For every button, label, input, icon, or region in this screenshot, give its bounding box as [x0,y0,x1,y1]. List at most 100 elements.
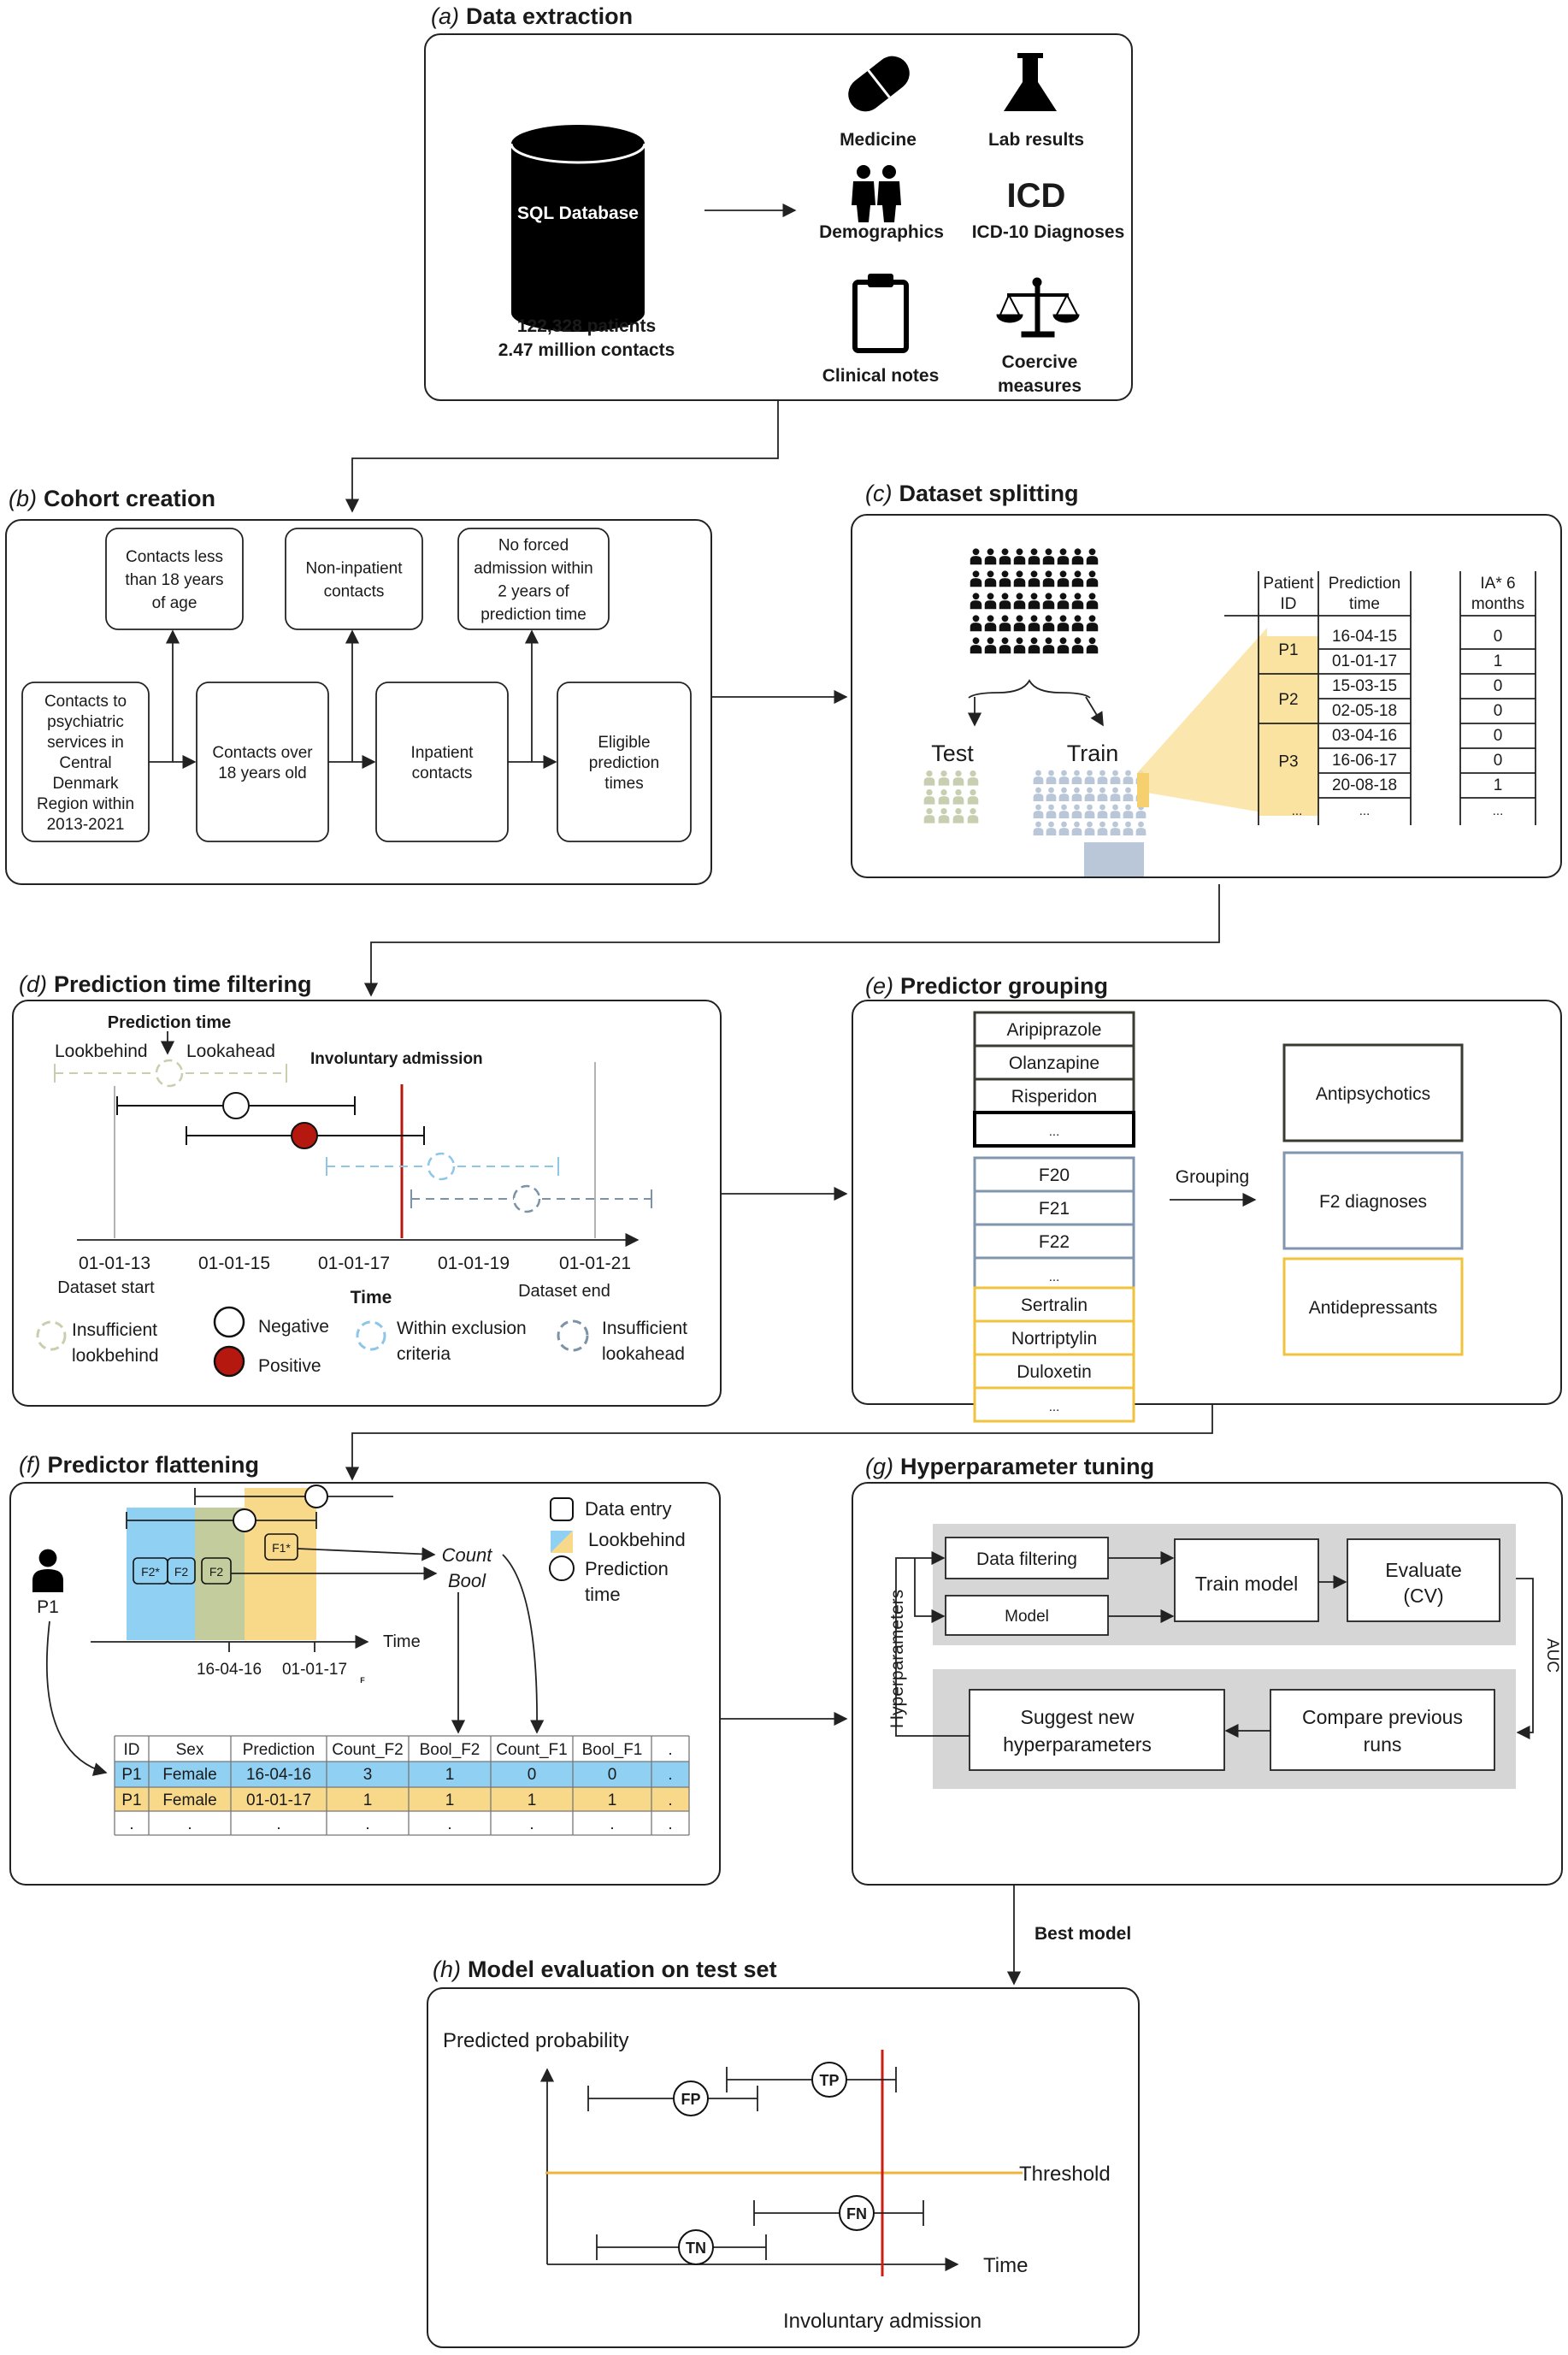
arrow-to-train [1085,696,1104,727]
legend-marker [557,1319,589,1352]
cohort-step-box [557,682,692,842]
diagnosis-item-box [973,1189,1135,1226]
diagnosis-item-label: F20 [1039,1166,1070,1185]
panel-b-letter: (b) [9,486,37,511]
ellipsis: ... [1292,804,1303,818]
hyperparameters-label: Hyperparameters [887,1590,907,1728]
hyperparam-loop-line [895,1550,970,1737]
panel-a-letter: (a) [431,3,459,29]
antidepressant-item-label: ... [1049,1400,1060,1414]
count-arrow [297,1547,436,1561]
outcome-marker [839,2195,875,2231]
ia-cell: 0 [1494,727,1503,745]
lookahead-label: Lookahead [186,1042,275,1061]
threshold-label: Threshold [1019,2163,1111,2186]
patient-population-icon [970,548,1099,654]
time-tick-label: 01-01-17 [282,1661,347,1679]
prediction-time-cell: 16-06-17 [1332,752,1397,770]
table-row-highlight [115,1787,689,1811]
patient-id-cell: P1 [1278,641,1298,659]
data-entry-label: F1* [272,1541,291,1555]
panel-e-letter: (e) [865,973,893,999]
cohort-step-label: Contacts to [44,693,127,711]
suggest-hyperparams-box [969,1689,1225,1771]
table-header: ID [124,1741,140,1759]
legend-lookbehind-icon [551,1531,573,1553]
group-target-label: Antipsychotics [1316,1084,1430,1104]
grouping-label: Grouping [1176,1167,1249,1187]
panel-b-title: Cohort creation [44,486,215,511]
train-label: Train [1067,741,1119,766]
exclusion-label: No forced [498,537,569,555]
panel-b: (b) Cohort creation Contacts topsychiatri… [5,486,712,885]
data-filtering-label: Data filtering [976,1549,1077,1569]
insufficient-lookahead-interval-marker [512,1184,541,1213]
diagnosis-item-label: F22 [1039,1232,1070,1252]
table-cell: . [668,1791,672,1809]
cohort-step-label: times [604,775,643,793]
table-cell: 16-04-16 [246,1766,311,1784]
time-tick-label: 01-01-17 [318,1254,390,1273]
cohort-step-label: Contacts over [212,744,313,762]
time-tick-label: 01-01-13 [79,1254,150,1273]
legend-prediction-time-icon [549,1555,575,1581]
svg-text:(d)Prediction time filtering: (d)Prediction time filtering [19,971,312,997]
ellipsis: ... [1493,804,1504,818]
table-header: Bool_F2 [420,1741,480,1759]
db-label: SQL Database [517,204,639,223]
ia-cell: 0 [1494,628,1503,646]
medication-item-box [973,1077,1135,1114]
data-entry-label: F2* [141,1565,160,1579]
legend-label: Data entry [585,1498,672,1520]
table-cell: 1 [363,1791,373,1809]
compare-runs-label: Compare previous [1302,1706,1463,1728]
outcome-marker-label: TP [819,2072,839,2089]
ia-cell: 0 [1494,702,1503,720]
table-header: time [1349,595,1380,613]
best-model-label: Best model [1035,1924,1131,1944]
table-header: Bool_F1 [582,1741,643,1759]
cohort-step-label: contacts [412,764,473,782]
table-header: Prediction [243,1741,315,1759]
table-header: Patient [1263,575,1314,593]
ia-cell: 0 [1494,752,1503,770]
legend-marker [36,1320,67,1351]
outcome-marker [673,2081,709,2116]
svg-text:(f)Predictor flattening: (f)Predictor flattening [19,1452,259,1478]
table-cell: . [668,1766,672,1784]
hyperparam-to-model [914,1558,946,1624]
group-target-label: F2 diagnoses [1319,1192,1427,1212]
lookbehind-window-1 [127,1508,195,1640]
table-cell: . [129,1815,133,1833]
group-target-box [1282,1151,1464,1250]
table-header: ID [1281,595,1297,613]
group-target-box [1282,1043,1464,1142]
cohort-step-label: Eligible [598,734,650,752]
antidepressant-item-box [973,1386,1135,1423]
contacts-count: 2.47 million contacts [498,340,675,360]
medication-item-box [973,1011,1135,1048]
source-label: Lab results [988,130,1084,150]
count-label: Count [442,1544,493,1566]
panel-c-title: Dataset splitting [899,481,1078,506]
outcome-marker [811,2062,847,2098]
legend-label: time [585,1584,621,1605]
outcome-marker-label: FP [681,2091,700,2108]
outcome-marker [678,2229,714,2265]
involuntary-label: Involuntary admission [783,2310,981,2333]
table-cell: . [610,1815,614,1833]
ia-cell: 1 [1494,652,1503,670]
table-cell: . [668,1815,672,1833]
cohort-step-label: Inpatient [411,744,475,762]
table-row-highlight [115,1762,689,1787]
diagnosis-item-label: F21 [1039,1199,1070,1219]
cohort-step-label: 18 years old [218,764,307,782]
table-cell: 0 [528,1766,537,1784]
exclusion-box [457,528,610,630]
arrow-c-to-d [363,884,1220,997]
model-box [945,1595,1109,1636]
